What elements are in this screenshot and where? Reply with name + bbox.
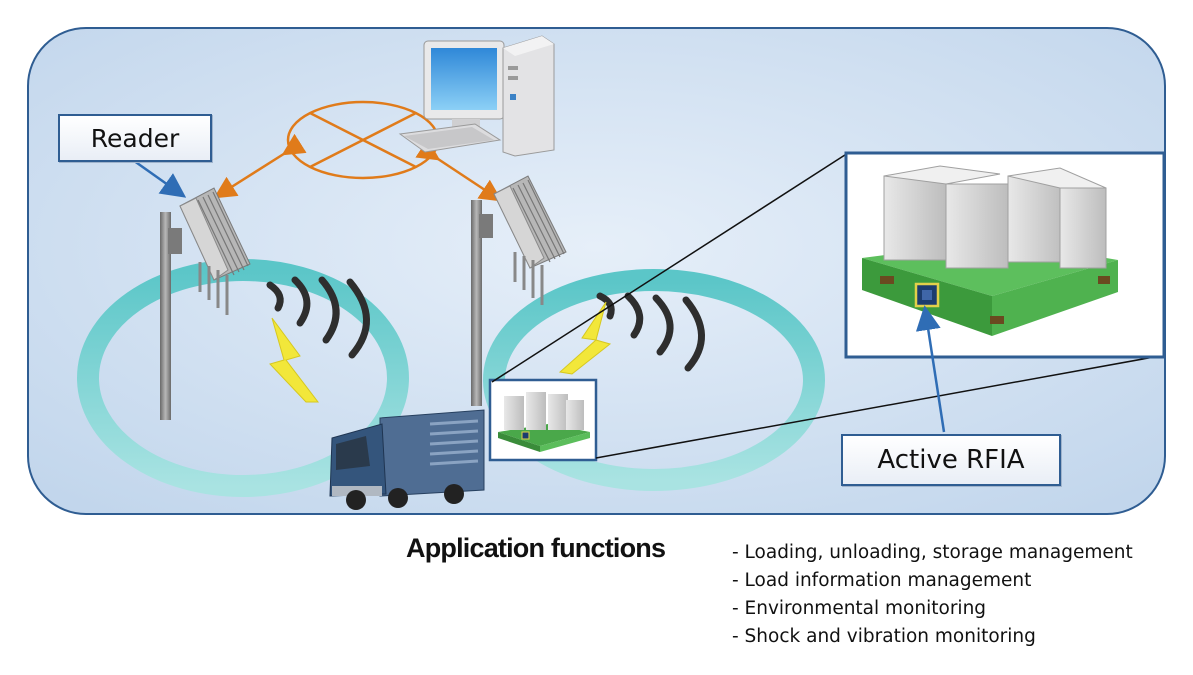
- function-item: - Load information management: [732, 570, 1032, 591]
- application-functions-list: - Loading, unloading, storage management…: [732, 539, 1133, 651]
- truck-icon: [329, 409, 485, 510]
- reader-antenna-icon: [160, 187, 251, 420]
- rfid-system-diagram: [27, 27, 1166, 515]
- pallet-thumbnail: [488, 378, 598, 462]
- zoom-line: [595, 354, 1166, 459]
- computer-icon: [398, 35, 555, 157]
- rfid-tag-icon: [914, 282, 940, 308]
- tag-pointer-arrow: [915, 305, 946, 433]
- coverage-ring-left: [77, 259, 409, 497]
- link-arrow-right: [415, 138, 503, 202]
- application-functions-title: Application functions: [406, 533, 666, 563]
- function-item: - Shock and vibration monitoring: [732, 626, 1036, 647]
- radio-wave-left: [266, 276, 370, 359]
- pallet-large-view: [844, 151, 1166, 359]
- active-tag-label: Active RFIA: [841, 434, 1061, 486]
- link-arrow-left: [213, 133, 307, 199]
- reader-pointer-arrow: [129, 156, 187, 198]
- signal-bolt-right: [558, 301, 612, 375]
- function-item: - Loading, unloading, storage management: [732, 542, 1133, 563]
- signal-bolt-left: [269, 317, 320, 403]
- function-item: - Environmental monitoring: [732, 598, 987, 619]
- reader-label: Reader: [58, 114, 212, 162]
- reader-antenna-icon: [471, 175, 567, 406]
- zoom-line: [491, 152, 849, 383]
- radio-wave-right: [596, 292, 705, 372]
